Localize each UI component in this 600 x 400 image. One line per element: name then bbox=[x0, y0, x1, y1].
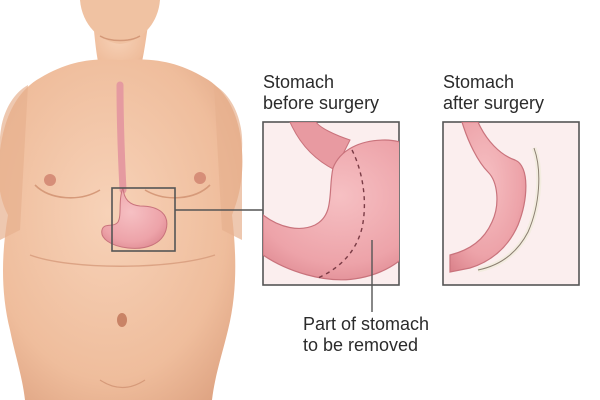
after-surgery-label: Stomach after surgery bbox=[443, 72, 544, 114]
navel bbox=[117, 313, 127, 327]
human-torso bbox=[0, 0, 243, 400]
removed-label-line2: to be removed bbox=[303, 335, 419, 355]
chest-fold-left bbox=[34, 184, 101, 199]
zoom-box bbox=[111, 187, 176, 252]
removed-part-label: Part of stomach to be removed bbox=[303, 314, 429, 356]
stomach-before bbox=[263, 139, 399, 281]
nipple-left bbox=[44, 174, 56, 186]
before-label-line1: Stomach bbox=[263, 72, 335, 92]
after-label-line2: after surgery bbox=[443, 93, 545, 113]
before-label-line2: before surgery bbox=[263, 93, 380, 113]
stomach-in-body bbox=[101, 187, 168, 249]
sleeve-stomach-after bbox=[449, 122, 527, 273]
removed-label-line1: Part of stomach bbox=[303, 314, 430, 334]
panel-before-surgery bbox=[262, 121, 400, 312]
chin bbox=[80, 0, 160, 44]
chest-fold-right bbox=[144, 184, 211, 199]
esophagus-in-body bbox=[116, 81, 127, 194]
after-label-line1: Stomach bbox=[443, 72, 515, 92]
before-surgery-label: Stomach before surgery bbox=[263, 72, 379, 114]
panel-after-surgery bbox=[442, 121, 580, 286]
nipple-right bbox=[194, 172, 206, 184]
